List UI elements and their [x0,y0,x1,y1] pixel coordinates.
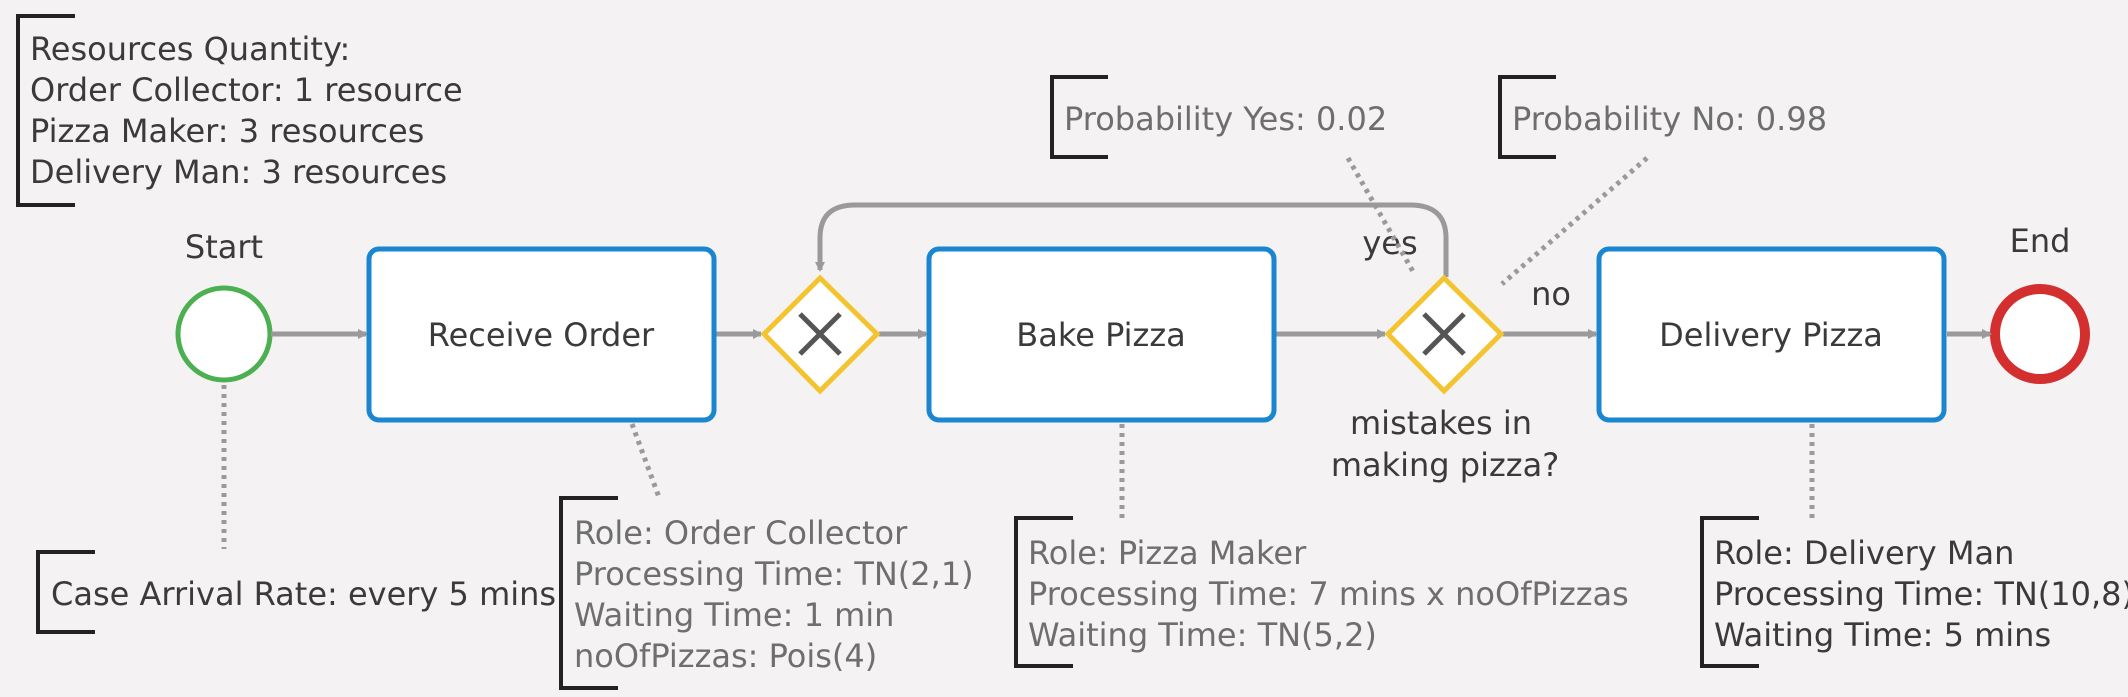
arrival-rate-text: Case Arrival Rate: every 5 mins [51,575,556,613]
receive-no-of-pizzas: noOfPizzas: Pois(4) [574,637,877,675]
resources-delivery-man: Delivery Man: 3 resources [30,153,447,191]
task-bake-pizza-label: Bake Pizza [1016,316,1186,354]
resources-pizza-maker: Pizza Maker: 3 resources [30,112,424,150]
annotation-bracket [16,14,75,207]
receive-waiting-time: Waiting Time: 1 min [574,596,894,634]
end-event[interactable] [1990,284,2090,384]
gateway-merge-x-icon [798,312,842,356]
bake-waiting-time: Waiting Time: TN(5,2) [1028,616,1377,654]
probability-no-annotation: Probability No: 0.98 [1498,75,1827,159]
annotation-bracket [1498,75,1556,159]
gateway-mistakes[interactable] [1384,274,1505,395]
bake-pizza-annotation: Role: Pizza Maker Processing Time: 7 min… [1014,516,1629,668]
delivery-waiting-time: Waiting Time: 5 mins [1714,616,2051,654]
flow-gateway-loop-yes [815,202,1449,277]
delivery-processing-time: Processing Time: TN(10,8) [1714,575,2128,613]
annotation-bracket [559,496,618,690]
annotation-bracket [36,550,95,634]
gateway-question-line-1: mistakes in [1350,404,1532,442]
task-receive-order-label: Receive Order [428,316,655,354]
bake-role: Role: Pizza Maker [1028,534,1307,572]
receive-role: Role: Order Collector [574,514,908,552]
sequence-flows [271,202,1992,339]
receive-order-annotation: Role: Order Collector Processing Time: T… [559,496,974,690]
associations [221,156,1815,549]
gateway-question-line-2: making pizza? [1331,446,1559,484]
association-receive [629,423,663,501]
delivery-annotation: Role: Delivery Man Processing Time: TN(1… [1700,516,2128,668]
receive-processing-time: Processing Time: TN(2,1) [574,555,974,593]
bake-processing-time: Processing Time: 7 mins x noOfPizzas [1028,575,1629,613]
annotation-bracket [1014,516,1073,668]
annotation-bracket [1050,75,1108,159]
arrival-annotation: Case Arrival Rate: every 5 mins [36,550,556,634]
end-label: End [2010,222,2071,260]
probability-yes-text: Probability Yes: 0.02 [1064,100,1387,138]
probability-no-text: Probability No: 0.98 [1512,100,1827,138]
flow-label-no: no [1531,275,1571,313]
gateway-merge[interactable] [760,274,881,395]
resources-annotation: Resources Quantity: Order Collector: 1 r… [16,14,463,207]
gateway-mistakes-x-icon [1422,312,1466,356]
start-event[interactable] [175,285,273,383]
probability-yes-annotation: Probability Yes: 0.02 [1050,75,1387,159]
annotation-bracket [1700,516,1759,668]
start-label: Start [185,228,263,266]
task-delivery-pizza[interactable]: Delivery Pizza [1596,246,1947,423]
resources-order-collector: Order Collector: 1 resource [30,71,463,109]
task-delivery-pizza-label: Delivery Pizza [1659,316,1883,354]
task-bake-pizza[interactable]: Bake Pizza [926,246,1277,423]
resources-title: Resources Quantity: [30,30,350,68]
task-receive-order[interactable]: Receive Order [366,246,717,423]
delivery-role: Role: Delivery Man [1714,534,2014,572]
